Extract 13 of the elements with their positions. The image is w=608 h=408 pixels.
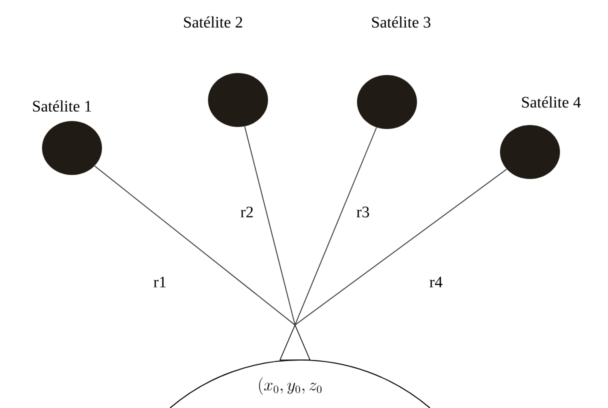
satellite-label: Satélite 2 xyxy=(184,16,242,28)
edge-label: r2 xyxy=(239,206,255,218)
satellite-label: Satélite 1 xyxy=(33,100,92,112)
connector-line xyxy=(294,168,508,326)
edge-label: r4 xyxy=(428,276,444,288)
edge-label: r3 xyxy=(355,206,371,218)
connector-line xyxy=(94,166,296,326)
satellite-label: Satélite 3 xyxy=(372,16,430,28)
connector-line xyxy=(244,126,296,326)
coordinate-formula: $(x_0, y_0, z_0$ xyxy=(259,377,322,395)
connector-line xyxy=(294,127,377,326)
edge-label: r1 xyxy=(152,276,168,288)
satellite-label: Satélite 4 xyxy=(522,96,581,108)
